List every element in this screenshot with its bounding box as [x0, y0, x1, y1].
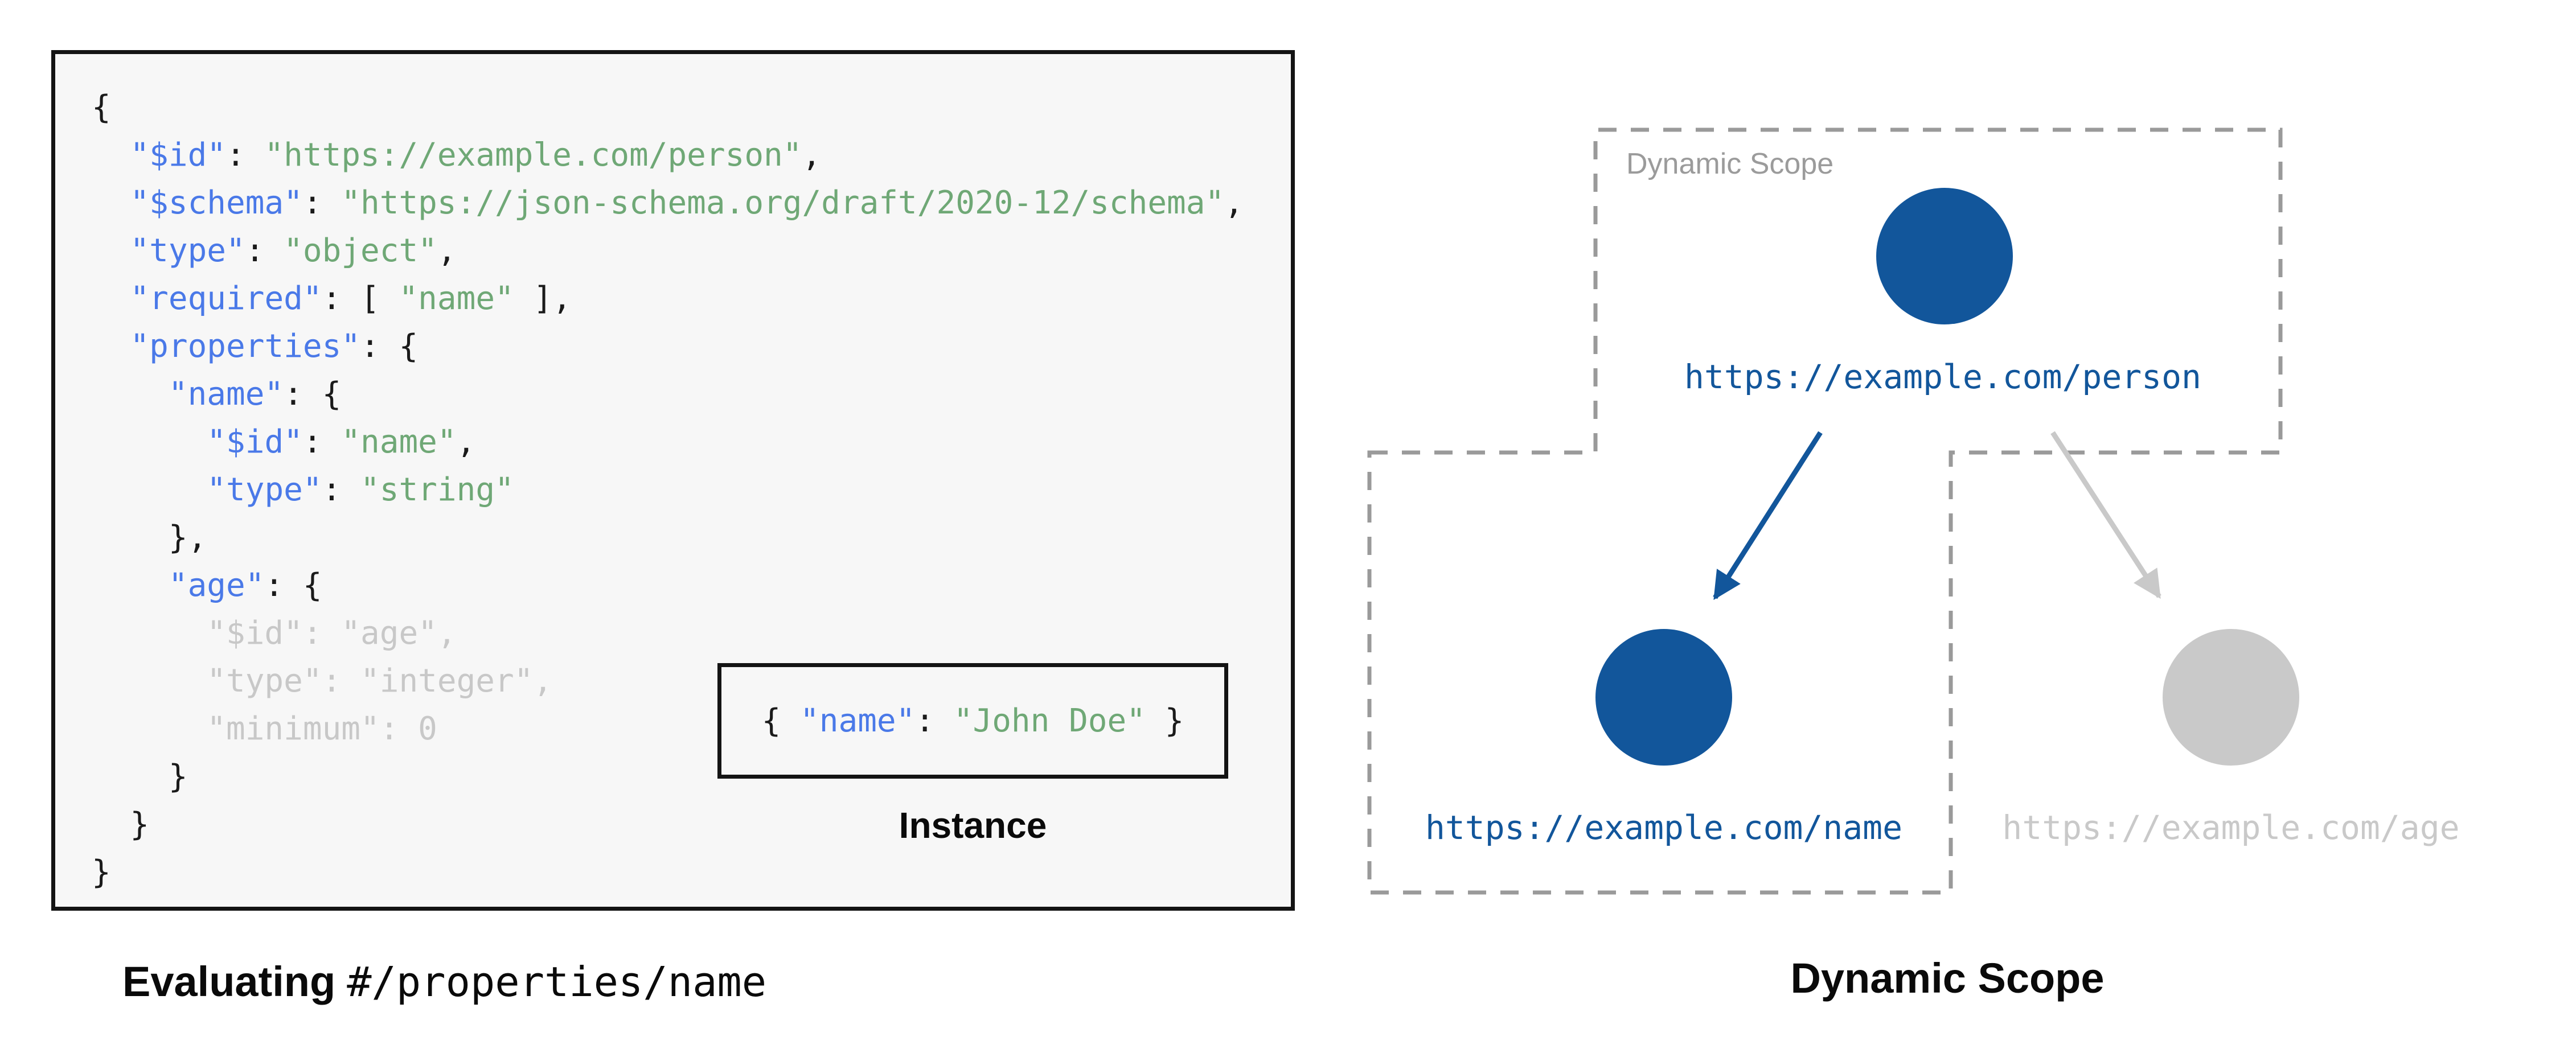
- code-token: :: [322, 471, 361, 508]
- code-line: "minimum": 0: [92, 705, 1291, 753]
- code-token: ,: [437, 232, 457, 269]
- code-token: :: [915, 702, 954, 739]
- code-token: {: [761, 702, 801, 739]
- code-token: ,: [1224, 184, 1244, 221]
- dynamic-scope-inner-label: Dynamic Scope: [1626, 147, 1834, 180]
- instance-label: Instance: [899, 805, 1047, 846]
- code-token: :: [245, 232, 284, 269]
- code-line: "required": [ "name" ],: [92, 275, 1291, 323]
- code-line: "$schema": "https://json-schema.org/draf…: [92, 179, 1291, 227]
- code-token: ],: [514, 280, 572, 317]
- code-token: "type": [207, 471, 322, 508]
- code-line: "type": "integer",: [92, 657, 1291, 705]
- code-token: "name": [168, 376, 284, 413]
- code-token: "required": [130, 280, 322, 317]
- code-token: : [: [322, 280, 399, 317]
- code-token: }: [92, 806, 150, 843]
- code-token: "$schema": [130, 184, 303, 221]
- code-line: "properties": {: [92, 323, 1291, 371]
- code-token: "name": [800, 702, 916, 739]
- code-token: :: [302, 184, 342, 221]
- code-line: }: [92, 801, 1291, 849]
- code-token: "type": "integer",: [92, 663, 553, 700]
- left-caption-json-pointer: #/properties/name: [347, 958, 767, 1006]
- code-line: "name": {: [92, 371, 1291, 418]
- code-line: "$id": "age",: [92, 610, 1291, 657]
- left-caption: Evaluating#/properties/name: [122, 957, 766, 1006]
- code-token: :: [302, 423, 342, 460]
- code-line: "$id": "https://example.com/person",: [92, 131, 1291, 179]
- node-person-label: https://example.com/person: [1684, 357, 2201, 396]
- schema-code-panel: { "$id": "https://example.com/person", "…: [51, 50, 1295, 911]
- code-token: : {: [264, 567, 322, 604]
- node-person-circle: [1876, 188, 2013, 324]
- code-token: "$id": [207, 423, 303, 460]
- code-line: "$id": "name",: [92, 418, 1291, 466]
- edge-person-to-age: [2050, 431, 2161, 599]
- edge-person-to-name: [1713, 431, 1823, 600]
- code-token: ,: [456, 423, 476, 460]
- code-token: "$id": [130, 137, 227, 174]
- code-token: "name": [341, 423, 457, 460]
- code-line: }: [92, 753, 1291, 801]
- code-token: "https://json-schema.org/draft/2020-12/s…: [341, 184, 1225, 221]
- code-token: "minimum": 0: [92, 710, 437, 747]
- code-line: "type": "string": [92, 466, 1291, 514]
- code-token: },: [92, 519, 207, 556]
- node-name-circle: [1595, 629, 1732, 766]
- code-token: : {: [360, 328, 419, 365]
- code-token: "https://example.com/person": [264, 137, 802, 174]
- left-caption-word: Evaluating: [122, 958, 336, 1005]
- code-line: "age": {: [92, 562, 1291, 610]
- code-token: "string": [360, 471, 514, 508]
- code-token: "name": [399, 280, 514, 317]
- code-token: :: [226, 137, 265, 174]
- code-token: ,: [802, 137, 822, 174]
- right-caption: Dynamic Scope: [1790, 955, 2105, 1002]
- code-token: "age": [168, 567, 265, 604]
- code-token: }: [92, 854, 111, 891]
- node-age-circle: [2163, 629, 2299, 766]
- code-token: }: [92, 758, 188, 795]
- code-token: "type": [130, 232, 245, 269]
- code-token: "$id": "age",: [92, 615, 457, 652]
- code-token: "properties": [130, 328, 361, 365]
- code-token: }: [1145, 702, 1184, 739]
- instance-box: { "name": "John Doe" }: [717, 663, 1228, 779]
- code-token: : {: [284, 376, 342, 413]
- code-line: {: [92, 84, 1291, 131]
- code-token: {: [92, 89, 111, 126]
- code-line: "type": "object",: [92, 227, 1291, 275]
- dynamic-scope-outline: [1367, 127, 2283, 895]
- instance-code: { "name": "John Doe" }: [762, 702, 1184, 739]
- schema-code: { "$id": "https://example.com/person", "…: [55, 54, 1291, 896]
- node-age-label: https://example.com/age: [2002, 808, 2460, 847]
- node-name-label: https://example.com/name: [1425, 808, 1903, 847]
- code-line: },: [92, 514, 1291, 562]
- code-token: "John Doe": [953, 702, 1146, 739]
- code-line: }: [92, 849, 1291, 896]
- code-token: "object": [284, 232, 437, 269]
